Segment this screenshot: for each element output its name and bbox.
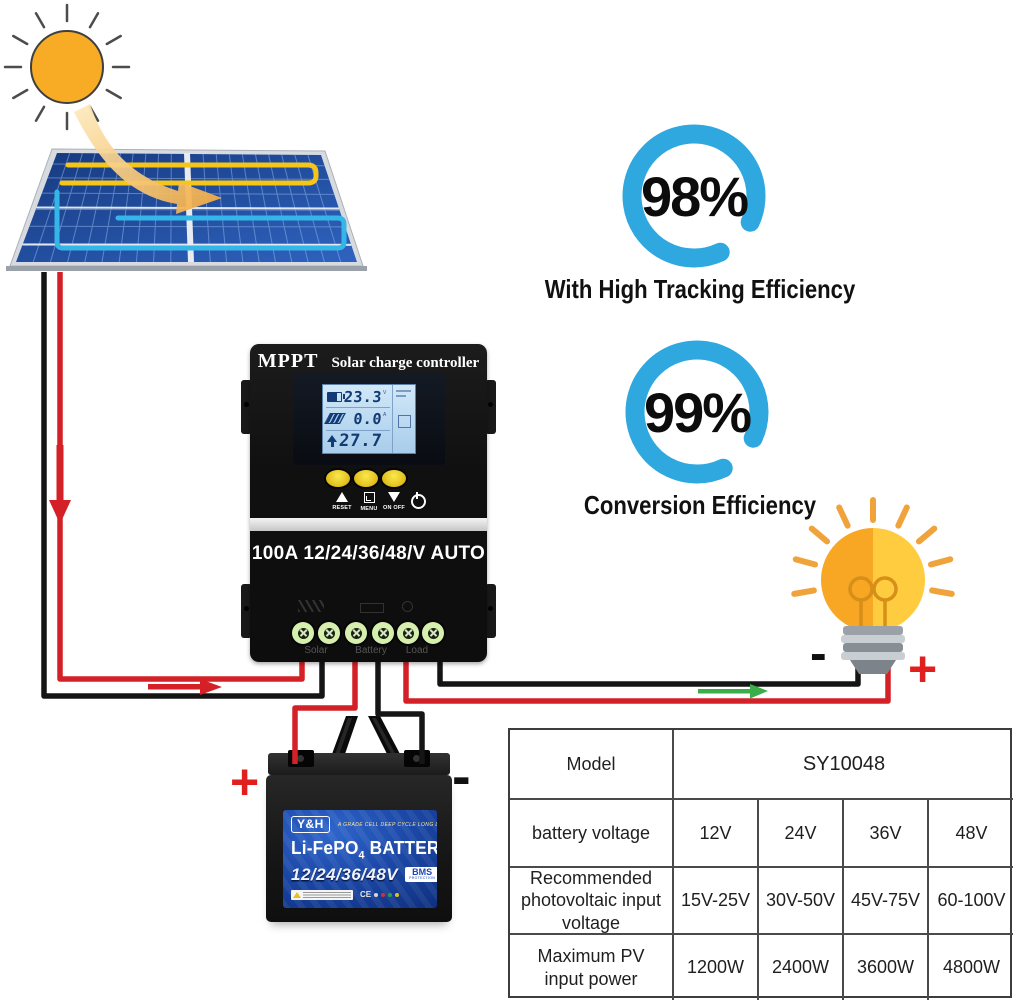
spec-cell: 48V	[929, 800, 1013, 868]
terminal-screw[interactable]	[422, 622, 444, 644]
battery: Y&H A GRADE CELL DEEP CYCLE LONG LIFE Li…	[266, 716, 452, 930]
reset-icon	[336, 492, 348, 502]
tracking-efficiency-value: 98%	[640, 164, 749, 228]
terminal-screw[interactable]	[397, 622, 419, 644]
sun-icon	[30, 30, 104, 104]
controller-brand: MPPT	[257, 350, 319, 372]
bulb-globe	[821, 528, 925, 632]
terminal-screw[interactable]	[318, 622, 340, 644]
bms-badge: BMS PROTECTION	[405, 867, 437, 882]
reset-key[interactable]: RESET	[327, 492, 357, 511]
spec-cell: 36V	[844, 800, 929, 868]
spec-cell: 15V-25V	[674, 868, 759, 935]
spec-cell: 4800W	[942, 957, 1001, 978]
bulb-plus-sign: +	[908, 641, 938, 697]
battery-tagline: A GRADE CELL DEEP CYCLE LONG LIFE	[337, 821, 437, 828]
battery-plus-sign: +	[230, 754, 260, 810]
power-icon	[410, 492, 426, 509]
mount-ear	[485, 584, 496, 638]
terminal-screw[interactable]	[292, 622, 314, 644]
terminal-label-solar: Solar	[304, 645, 328, 656]
progress-ring	[625, 340, 769, 484]
spec-cell: 2400W	[759, 935, 844, 1000]
controller-button[interactable]	[354, 470, 378, 487]
tracking-efficiency-caption: With High Tracking Efficiency	[544, 274, 856, 304]
spec-cell: 60-100V	[929, 868, 1013, 935]
terminal-screw[interactable]	[372, 622, 394, 644]
spec-cell: 24V	[759, 800, 844, 868]
progress-ring	[622, 124, 766, 268]
controller-button[interactable]	[326, 470, 350, 487]
lcd-pv-current: 0.0	[352, 409, 383, 428]
menu-key[interactable]: MENU	[354, 492, 384, 512]
bulb-minus-sign: -	[810, 625, 827, 681]
conversion-efficiency-caption: Conversion Efficiency	[583, 490, 817, 520]
spec-row-label: battery voltage	[510, 800, 674, 868]
conversion-efficiency-badge: 99%	[602, 317, 792, 507]
terminal-screw[interactable]	[345, 622, 367, 644]
spec-cell: 3600W	[844, 935, 929, 1000]
spec-model-value: SY10048	[674, 730, 1013, 800]
battery-icon	[327, 391, 345, 402]
lcd-battery-voltage: 23.3	[343, 387, 383, 406]
load-terminal-icon	[402, 601, 413, 612]
certification-marks: CE	[360, 890, 400, 899]
lcd-pv-row: 0.0 A	[324, 408, 390, 431]
lcd-status-area	[392, 385, 415, 453]
battery-minus-sign: -	[452, 744, 471, 807]
on-off-key[interactable]: ON OFF	[379, 492, 409, 511]
panel-trace-yellow	[59, 162, 319, 186]
terminal-label-battery: Battery	[355, 645, 387, 656]
spec-row-label: Maximum PV input power	[510, 935, 674, 1000]
lcd-display: 23.3 V 0.0 A 27.7	[322, 384, 416, 454]
spec-row-label: Model	[510, 730, 674, 800]
conversion-efficiency-value: 99%	[643, 380, 752, 444]
on-off-icon	[388, 492, 400, 502]
power-key[interactable]	[403, 492, 433, 509]
menu-icon	[363, 492, 375, 503]
battery-voltages: 12/24/36/48V	[291, 864, 399, 884]
bulb-rays-icon	[791, 497, 955, 597]
pv-terminal-icon	[298, 600, 324, 612]
lcd-load-row: 27.7	[326, 431, 390, 452]
spec-cell: 12V	[674, 800, 759, 868]
terminal-label-load: Load	[405, 645, 429, 656]
spec-cell: 1200W	[674, 935, 759, 1000]
lcd-battery-row: 23.3 V	[326, 386, 390, 409]
lcd-bezel: 23.3 V 0.0 A 27.7	[293, 373, 445, 465]
tracking-efficiency-badge: 98%	[599, 101, 789, 291]
spec-cell: 45V-75V	[844, 868, 929, 935]
spec-table: Model SY10048 battery voltage 12V 24V 36…	[508, 728, 1013, 1000]
battery-negative-terminal	[404, 750, 430, 767]
spec-row-label: Recommended photovoltaic input voltage	[510, 868, 674, 935]
mount-ear	[485, 380, 496, 434]
lcd-load-value: 27.7	[338, 431, 383, 452]
panel-trace-cyan	[54, 189, 347, 251]
bulb-base	[841, 626, 905, 674]
bulb-filament	[848, 576, 898, 628]
controller-header: MPPT Solar charge controller	[250, 350, 487, 373]
battery-positive-terminal	[288, 750, 314, 767]
spec-cell: 30V-50V	[759, 868, 844, 935]
battery-name: Li-FePO4 BATTERY	[291, 838, 437, 862]
controller-stripe	[250, 518, 487, 531]
sunlight-arrow	[74, 104, 222, 214]
controller-button[interactable]	[382, 470, 406, 487]
warning-triangle-icon	[293, 891, 301, 898]
battery-brand-logo: Y&H	[291, 816, 330, 833]
controller-rating: 100A 12/24/36/48/V AUTO	[251, 543, 486, 564]
battery-label: Y&H A GRADE CELL DEEP CYCLE LONG LIFE Li…	[283, 810, 437, 908]
charge-controller: MPPT Solar charge controller 23.3 V 0.0 …	[241, 344, 496, 662]
controller-title: Solar charge controller	[331, 355, 480, 371]
arrow-up-icon	[327, 435, 337, 448]
warning-label	[291, 889, 353, 900]
battery-terminal-icon	[360, 603, 384, 613]
